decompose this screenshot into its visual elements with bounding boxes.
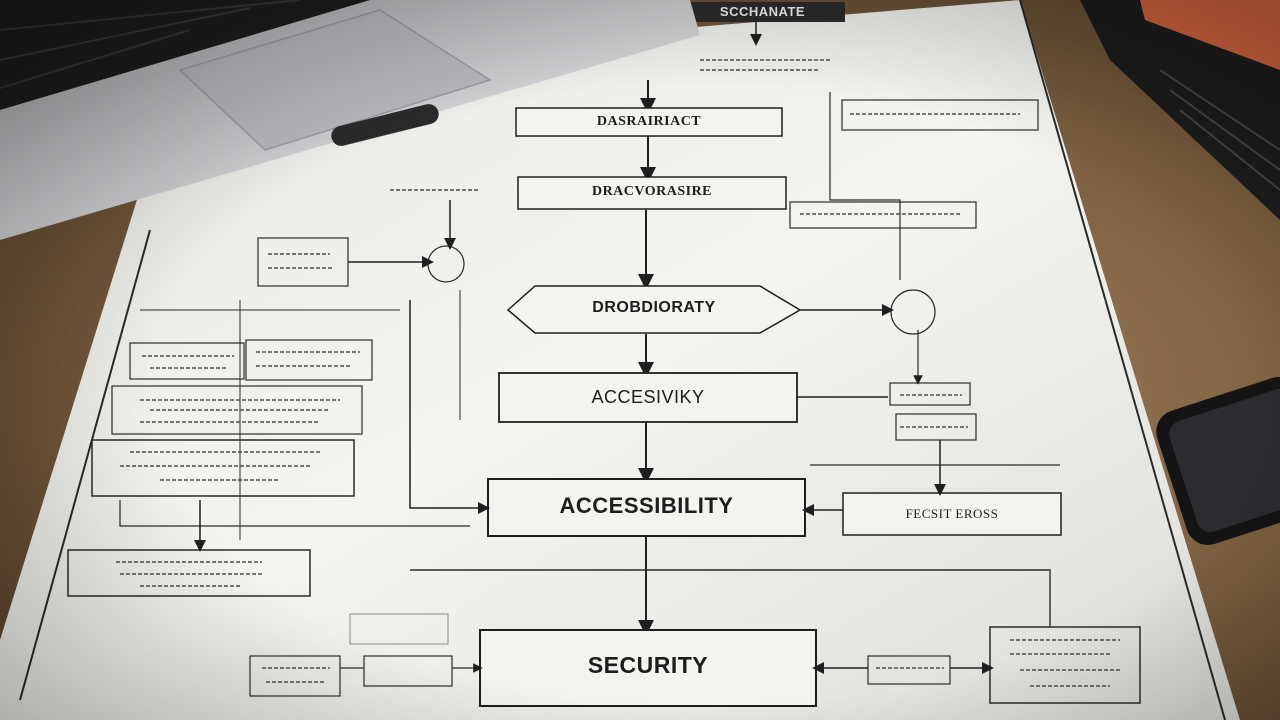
node-box-6: [479, 629, 817, 707]
node-label-3: DROBDIORATY: [592, 299, 716, 316]
node-label-5: ACCESSIBILITY: [559, 493, 734, 518]
node-label-6: SECURITY: [587, 652, 709, 678]
laptop-keyboard: [0, 0, 370, 110]
node-label-1: DASRAIRIACT: [596, 114, 702, 129]
node-box-side-right: [842, 492, 1062, 536]
paper-border-left: [19, 229, 151, 701]
paper-sheet: [0, 0, 1240, 720]
paper-border-right: [1019, 0, 1226, 720]
node-label-4: ACCESIVIKY: [591, 387, 705, 407]
node-label-2: DRACVORASIRE: [591, 184, 713, 199]
node-label-side-right: FECSIT EROSS: [905, 506, 999, 521]
top-label-box: [680, 2, 845, 22]
node-box-2: [517, 176, 787, 210]
node-box-5: [487, 478, 806, 537]
node-box-4: [498, 372, 798, 423]
top-label: SCCHANATE: [719, 4, 806, 19]
node-box-1: [515, 107, 783, 137]
laptop-trackpad: [178, 9, 492, 151]
laptop-front-notch: [331, 104, 439, 146]
node-hexagon-3: [506, 285, 802, 334]
